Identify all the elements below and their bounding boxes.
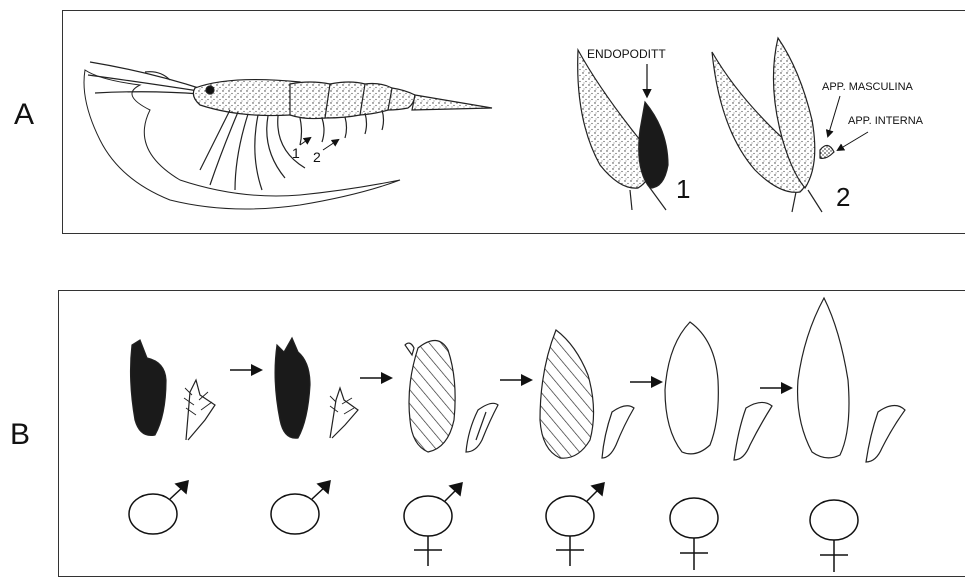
stage-1-pleopod — [131, 340, 215, 440]
male-symbol-1 — [129, 481, 188, 534]
leg-2-label: 2 — [313, 149, 321, 165]
figure-2-number: 2 — [836, 182, 850, 212]
leg-2-arrow — [323, 140, 338, 150]
leg-1-label: 1 — [292, 145, 300, 161]
stage-4-pleopod — [540, 330, 634, 458]
female-symbol-1 — [670, 498, 718, 570]
stage-3-pleopod — [405, 340, 498, 452]
pleopod-figure-2 — [712, 38, 834, 212]
female-symbol-2 — [810, 500, 858, 572]
interna-label: APP. INTERNA — [848, 115, 924, 127]
stage-5-pleopod — [665, 322, 772, 460]
pleopod-figure-1 — [578, 50, 668, 210]
hermaphrodite-symbol-2 — [546, 483, 604, 566]
masculina-label: APP. MASCULINA — [822, 81, 914, 93]
masculina-arrow — [828, 96, 840, 136]
endopodite-label: ENDOPODITT — [587, 47, 666, 61]
stage-2-pleopod — [275, 338, 358, 438]
figure-1-number: 1 — [676, 174, 690, 204]
stage-6-pleopod — [798, 298, 905, 462]
hermaphrodite-symbol-1 — [404, 483, 462, 566]
interna-arrow — [838, 132, 868, 150]
shrimp-illustration — [84, 62, 492, 209]
male-symbol-2 — [271, 481, 330, 534]
